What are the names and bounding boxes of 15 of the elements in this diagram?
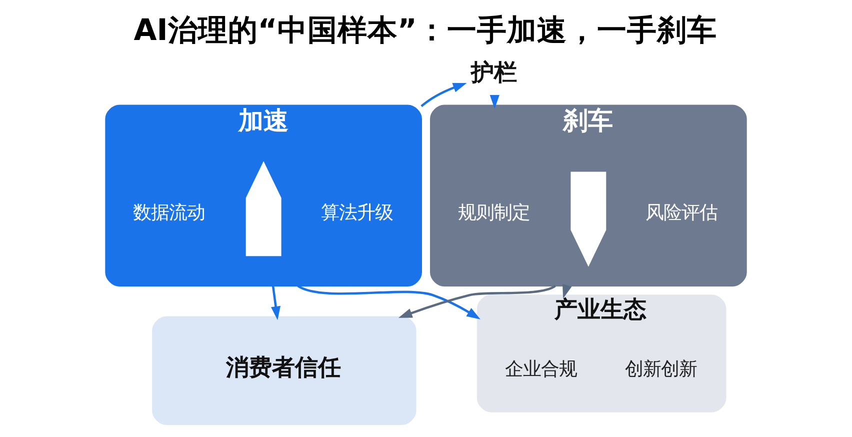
- arrow: [297, 284, 480, 320]
- node-text: 算法升级: [320, 202, 393, 224]
- arrow: [420, 83, 467, 108]
- arrow: [398, 284, 556, 318]
- node-arrow: [570, 172, 606, 267]
- diagram-title: AI治理的“中国样本”：一手加速，一手刹车: [134, 12, 717, 48]
- node-text: 风险评估: [646, 202, 718, 224]
- node-box: 消费者信任: [152, 316, 416, 425]
- node-text: 企业合规: [504, 358, 577, 380]
- node-text: 创新创新: [625, 358, 698, 380]
- arrow: [270, 286, 281, 320]
- node-text: 护栏: [471, 60, 518, 86]
- node-text: 数据流动: [133, 202, 206, 224]
- node-arrow: [246, 161, 282, 256]
- node-text: 规则制定: [458, 202, 530, 224]
